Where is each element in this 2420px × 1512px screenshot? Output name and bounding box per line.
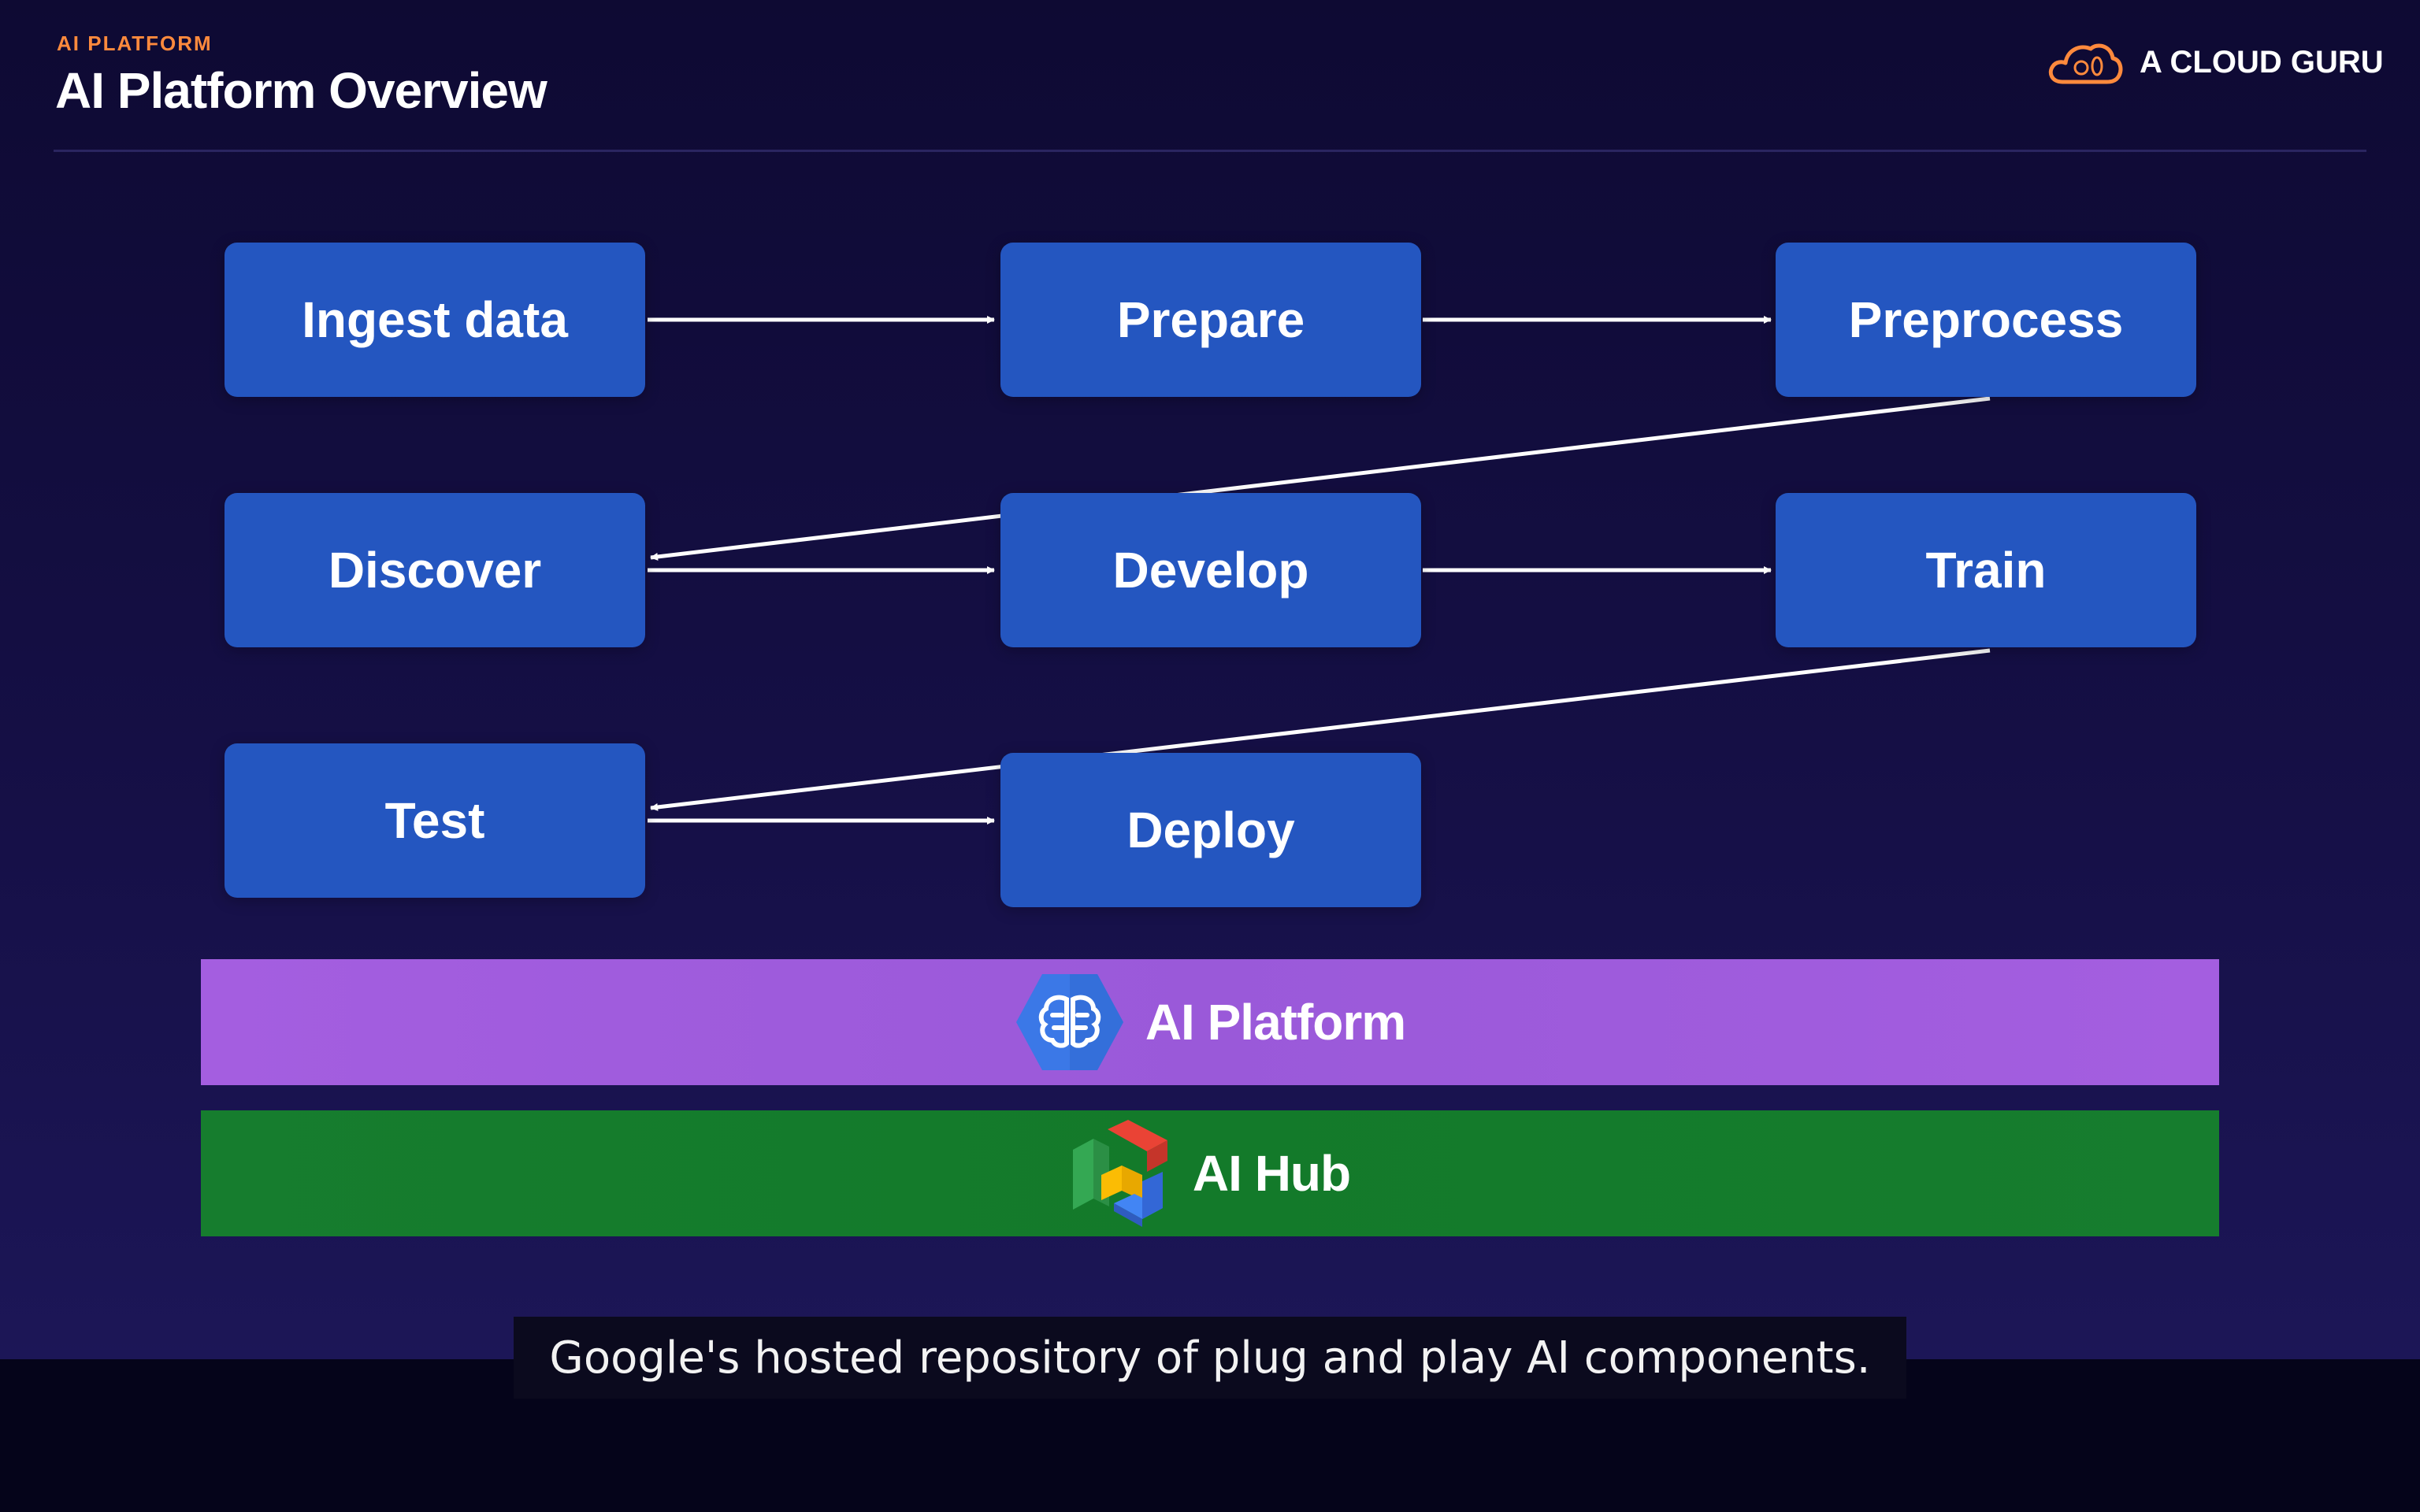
- header-divider: [54, 150, 2366, 152]
- ai-platform-label: AI Platform: [1145, 994, 1406, 1051]
- node-develop: Develop: [1000, 493, 1421, 647]
- brand-logo: A CLOUD GURU: [2045, 35, 2384, 90]
- ai-platform-layer: AI Platform: [201, 959, 2219, 1085]
- ai-platform-brain-icon: [1015, 974, 1123, 1070]
- node-deploy: Deploy: [1000, 753, 1421, 907]
- ai-hub-layer: AI Hub: [201, 1110, 2219, 1236]
- page-title: AI Platform Overview: [55, 62, 547, 119]
- arrow-train-to-test: [650, 648, 1991, 811]
- workflow-arrows: [648, 316, 1991, 825]
- brand-name: A CLOUD GURU: [2140, 44, 2384, 80]
- node-prepare: Prepare: [1000, 243, 1421, 397]
- ai-hub-blocks-icon: [1072, 1120, 1167, 1227]
- section-eyebrow: AI PLATFORM: [57, 32, 213, 55]
- node-discover: Discover: [225, 493, 645, 647]
- node-train: Train: [1776, 493, 2196, 647]
- subtitle-caption: Google's hosted repository of plug and p…: [514, 1317, 1906, 1399]
- node-ingest-data: Ingest data: [225, 243, 645, 397]
- slide: AI PLATFORM AI Platform Overview A CLOUD…: [0, 0, 2420, 1359]
- cloud-logo-icon: [2048, 43, 2123, 84]
- arrow-preprocess-to-discover: [650, 396, 1991, 561]
- node-preprocess: Preprocess: [1776, 243, 2196, 397]
- ai-hub-label: AI Hub: [1192, 1145, 1351, 1202]
- node-test: Test: [225, 743, 645, 898]
